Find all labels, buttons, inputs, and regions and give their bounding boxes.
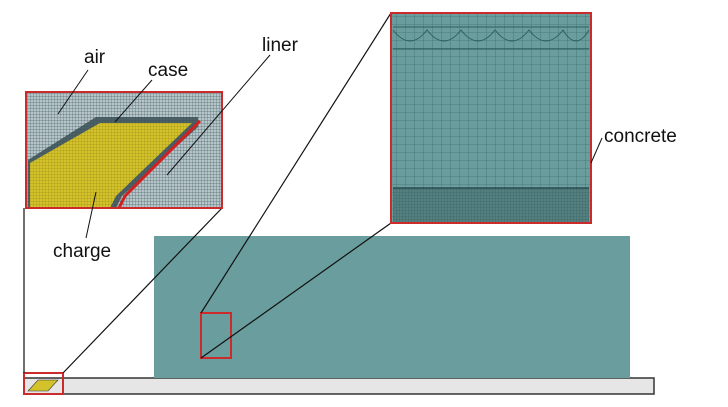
- label-concrete: concrete: [604, 126, 677, 147]
- charge-main: [27, 379, 59, 392]
- ground-strip: [23, 377, 655, 395]
- concrete-highlight-box: [200, 312, 232, 359]
- label-air: air: [84, 47, 106, 68]
- label-case: case: [148, 60, 189, 81]
- concrete-top-arches: [392, 26, 590, 50]
- label-liner: liner: [262, 35, 298, 56]
- label-charge: charge: [53, 241, 112, 262]
- charge-highlight-box: [23, 372, 64, 395]
- concrete-block: [154, 236, 630, 378]
- charge-detail-inset: [25, 91, 223, 209]
- concrete-detail-inset: [390, 12, 592, 224]
- liner-strip: [117, 119, 202, 208]
- charge-explosive: [30, 123, 192, 208]
- connector-lines: [23, 12, 392, 374]
- label-leaders: [57, 54, 603, 239]
